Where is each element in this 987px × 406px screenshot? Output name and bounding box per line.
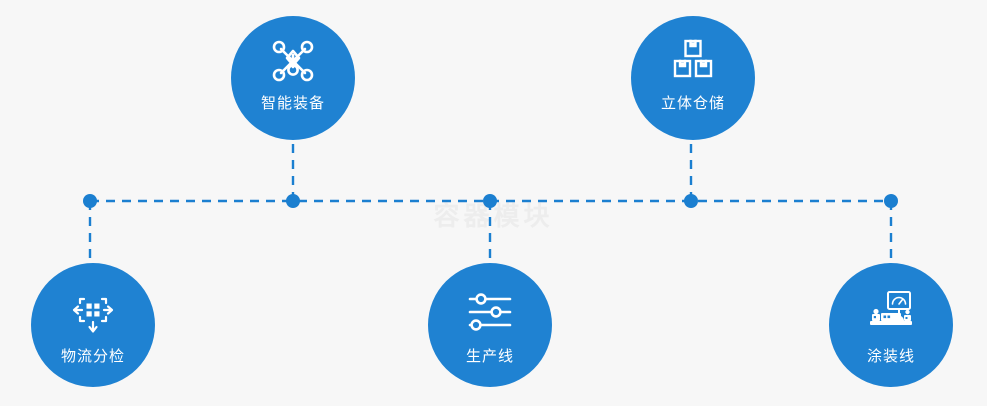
junction-dot-smart-equipment[interactable] [286, 194, 300, 208]
junction-dot-production-line[interactable] [483, 194, 497, 208]
junction-dot-stereoscopic-warehouse[interactable] [684, 194, 698, 208]
network-nodes-icon [269, 38, 317, 84]
node-stereoscopic-warehouse[interactable]: 立体仓储 [631, 16, 755, 140]
factory-monitor-icon [867, 289, 915, 335]
node-label: 生产线 [465, 347, 514, 365]
node-label: 涂装线 [866, 347, 915, 365]
stacked-boxes-icon [669, 38, 717, 84]
node-smart-equipment[interactable]: 智能装备 [231, 16, 355, 140]
sliders-icon [466, 289, 514, 335]
node-painting-line[interactable]: 涂装线 [829, 263, 953, 387]
sorting-arrows-icon [69, 289, 117, 335]
junction-dot-logistics-sorting[interactable] [83, 194, 97, 208]
node-label: 物流分检 [60, 347, 125, 365]
node-label: 智能装备 [260, 94, 325, 112]
junction-dot-painting-line[interactable] [884, 194, 898, 208]
node-label: 立体仓储 [660, 94, 725, 112]
node-production-line[interactable]: 生产线 [428, 263, 552, 387]
node-logistics-sorting[interactable]: 物流分检 [31, 263, 155, 387]
